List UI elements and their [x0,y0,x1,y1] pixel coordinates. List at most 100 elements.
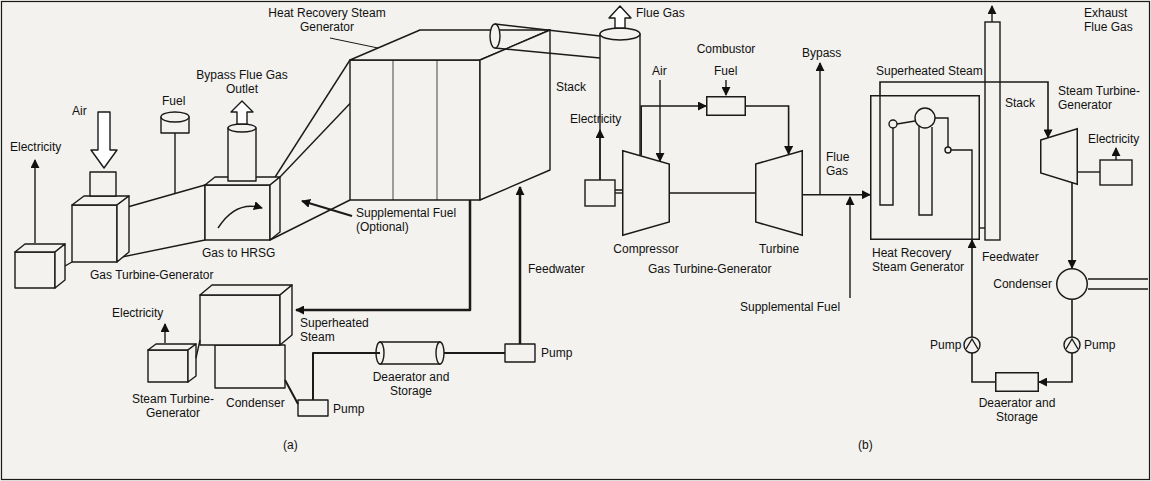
air-arrow [91,112,117,168]
component-shape [623,151,670,236]
supplemental-fuel-arrow [849,197,850,298]
component-outline [870,95,980,240]
flow-connector [1071,183,1073,268]
callout-label: Exhaust Flue Gas [1084,6,1146,34]
bypass-chimney [228,128,256,181]
stack-duct-end [490,24,500,48]
water-pipe [444,352,505,354]
flow-connector [641,106,706,156]
component-shape [707,97,746,116]
steam-turbine-front [200,295,280,345]
leader-line [330,38,378,48]
exhaust-arrow [991,6,992,22]
bypass-chimney-top [228,124,256,132]
flue-gas-arrow [609,6,631,28]
generator-side [188,344,196,382]
callout-label: Steam Turbine-Generator [126,392,220,420]
header [889,120,897,128]
callout-label: Flue Gas [826,150,860,178]
component-box: Deaerator and Storage [995,372,1039,392]
component-label: Deaerator and Storage [977,396,1057,424]
component-shape [1057,269,1088,300]
generator-side [55,244,65,288]
pump-mark [1066,339,1078,349]
panel-a-drawing [15,6,640,416]
condenser-box [215,345,285,388]
generator-box [585,180,615,206]
callout-label: Pump [930,338,961,352]
steam-pipe [296,200,470,310]
component-outline [1040,128,1078,185]
callout-label: (b) [858,438,873,452]
turbine-cone [117,185,205,258]
supplemental-fuel-arrow [302,201,352,216]
cooling-water-line [1088,288,1148,289]
component-box: Turbine [755,150,803,236]
deaerator-end [436,342,444,364]
component-outline [1056,268,1088,300]
pump-symbol [1064,337,1080,353]
stack-inlet [980,227,985,228]
callout-label: Pump [1084,338,1115,352]
superheater-tube [880,95,893,205]
fuel-pipe [174,133,175,193]
component-box: Condenser [1056,268,1088,300]
component-label: Turbine [739,242,819,256]
callout-label: Heat Recovery Steam Generator [262,6,392,34]
callout-label: Feedwater [528,262,585,276]
air-intake [90,172,116,196]
callout-label: Electricity [1088,132,1139,146]
component-outline [995,372,1039,392]
power-arrow [164,324,165,343]
shaft [670,192,755,193]
component-label: Heat Recovery Steam Generator [872,246,968,274]
power-arrow [1115,148,1116,160]
component-outline [706,96,746,116]
hrsg-side [480,30,550,200]
deaerator-tank [380,342,440,364]
component-label: Condenser [990,277,1052,291]
transition-front [205,185,270,240]
stack-duct [495,24,600,58]
callout-label: Stack [556,80,586,94]
component-shape [871,96,980,240]
component-shape [996,373,1039,392]
component-box: Steam Turbine-Generator [1040,128,1078,185]
callout-label: Fuel [714,64,737,78]
hrsg-panel-line [393,60,394,200]
tube [897,121,915,124]
callout-label: Electricity [112,306,163,320]
hrsg-front [350,60,480,200]
evaporator-tube [919,126,932,215]
component-shape [756,151,803,236]
component-box: Heat Recovery Steam Generator [870,95,980,240]
air-arrow [659,80,660,161]
component-label: Combustor [691,42,761,56]
callout-label: Gas Turbine-Generator [648,262,771,276]
callout-label: Pump [541,346,572,360]
flow-connector [880,82,1048,138]
callout-label: Flue Gas [636,6,685,20]
component-label: Compressor [606,242,686,256]
callout-label: Condenser [226,396,285,410]
callout-label: Fuel [162,94,185,108]
shaft [1078,171,1100,172]
callout-label: Superheated Steam [300,316,376,344]
shaft [65,262,72,266]
component-box: Compressor [622,150,670,236]
steam-turbine-side [280,285,292,345]
diffuser-edge [270,200,350,240]
header [945,147,951,153]
callout-label: Bypass Flue Gas Outlet [192,68,292,96]
pump-mark [966,339,978,349]
pump [505,344,535,362]
component-label: Steam Turbine-Generator [1058,84,1148,112]
callout-label: Pump [333,402,364,416]
bypass-arrow [819,63,820,195]
callout-label: Deaerator and Storage [370,370,452,398]
callout-label: Air [72,104,87,118]
component-box: Combustor [706,96,746,116]
bypass-arrow [231,101,253,124]
